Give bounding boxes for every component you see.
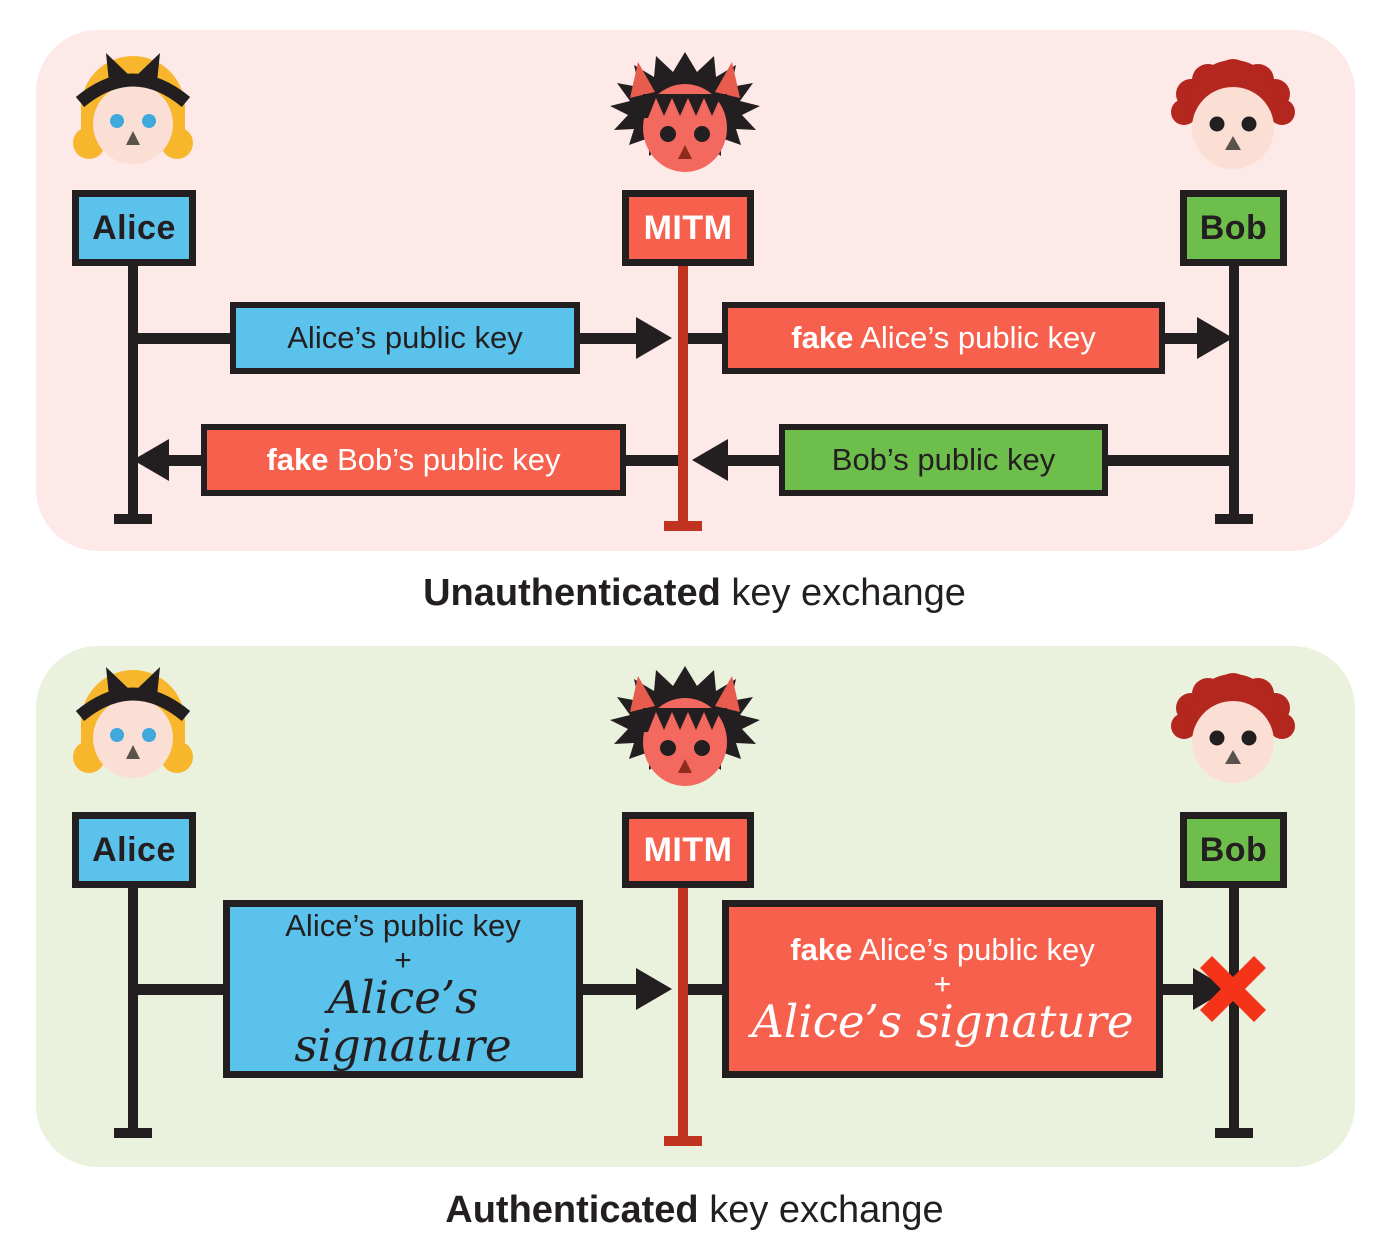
message-fake-signed-alice-public-key: fake Alice’s public key + Alice’s signat… — [722, 900, 1163, 1078]
mitm-lifeline-foot — [664, 521, 702, 531]
message-text: Alice’s public key — [287, 320, 523, 355]
bob-lifeline-foot — [1215, 514, 1253, 524]
mitm-name-label: MITM — [643, 830, 733, 869]
alice-lifeline — [128, 266, 138, 517]
arrowhead-left-icon — [133, 439, 169, 481]
message-text: Alice’s public key — [285, 908, 521, 943]
message-signed-alice-public-key: Alice’s public key + Alice’s signature — [223, 900, 583, 1078]
bob-lifeline — [1229, 266, 1239, 517]
arrowhead-right-icon — [1197, 317, 1233, 359]
message-alice-public-key: Alice’s public key — [230, 302, 580, 374]
mitm-lifeline — [678, 266, 688, 531]
bob-name-box: Bob — [1180, 190, 1287, 266]
bob-lifeline — [1229, 888, 1239, 1135]
alice-avatar-icon — [73, 667, 193, 778]
alice-name-label: Alice — [92, 830, 176, 869]
signature-text: Alice’s signature — [294, 971, 512, 1072]
message-text: fake Alice’s public key — [791, 320, 1096, 355]
plus-sign: + — [394, 944, 412, 977]
alice-name-box: Alice — [72, 190, 196, 266]
mitm-avatar-icon — [610, 52, 760, 172]
authenticated-caption: Authenticated key exchange — [445, 1189, 944, 1231]
message-bob-public-key: Bob’s public key — [779, 424, 1108, 496]
message-fake-alice-public-key: fake Alice’s public key — [722, 302, 1165, 374]
bob-avatar-icon — [1171, 673, 1295, 783]
alice-name-box: Alice — [72, 812, 196, 888]
bob-lifeline-foot — [1215, 1128, 1253, 1138]
arrowhead-left-icon — [692, 439, 728, 481]
reject-cross-icon — [1199, 955, 1267, 1023]
mitm-name-box: MITM — [622, 812, 754, 888]
arrowhead-right-icon — [636, 317, 672, 359]
mitm-name-box: MITM — [622, 190, 754, 266]
mitm-avatar-icon — [610, 666, 760, 786]
arrowhead-right-icon — [636, 968, 672, 1010]
message-text: fake Alice’s public key — [790, 932, 1095, 967]
unauthenticated-caption: Unauthenticated key exchange — [423, 572, 966, 614]
bob-avatar-icon — [1171, 59, 1295, 169]
mitm-lifeline — [678, 888, 688, 1146]
mitm-name-label: MITM — [643, 208, 733, 247]
alice-lifeline — [128, 888, 138, 1135]
mitm-lifeline-foot — [664, 1136, 702, 1146]
alice-lifeline-foot — [114, 1128, 152, 1138]
message-text: Bob’s public key — [831, 442, 1056, 477]
message-fake-bob-public-key: fake Bob’s public key — [201, 424, 626, 496]
alice-avatar-icon — [73, 53, 193, 164]
alice-name-label: Alice — [92, 208, 176, 247]
alice-lifeline-foot — [114, 514, 152, 524]
signature-text: Alice’s signature — [751, 995, 1134, 1048]
plus-sign: + — [933, 968, 952, 1001]
message-text: fake Bob’s public key — [266, 442, 561, 477]
bob-name-box: Bob — [1180, 812, 1287, 888]
bob-name-label: Bob — [1199, 830, 1268, 869]
bob-name-label: Bob — [1199, 208, 1268, 247]
